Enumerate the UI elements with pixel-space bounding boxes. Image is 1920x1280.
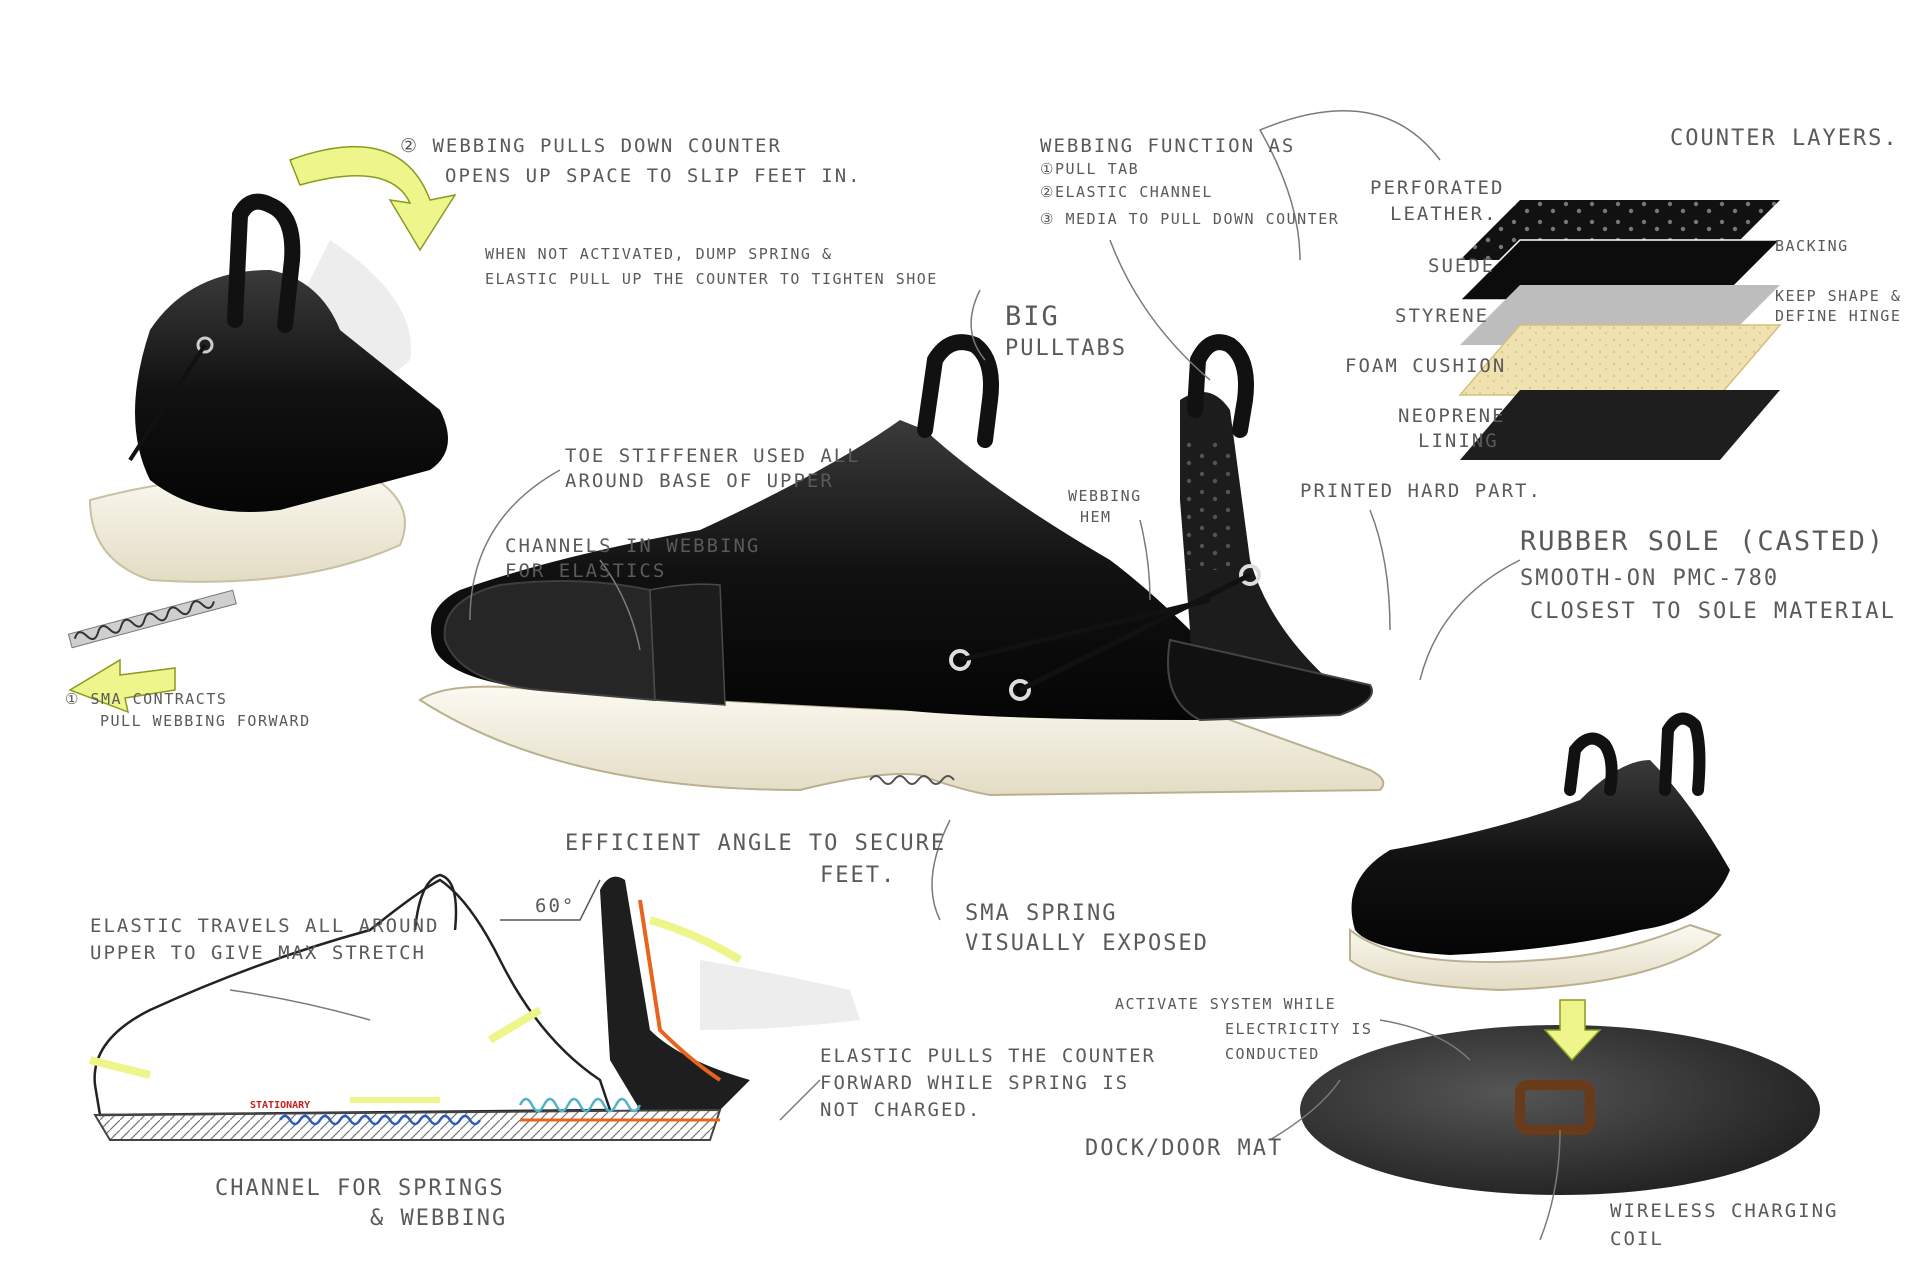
main-channel-band (649, 583, 726, 706)
layer-label-keep-shape-2: define hinge (1775, 307, 1902, 325)
layer-label-styrene: styrene (1395, 305, 1490, 327)
cutaway-spring-blue (278, 1114, 482, 1126)
note-channels-2: for elastics (505, 560, 667, 582)
note-elastic-travels-1: elastic travels all around (90, 915, 440, 937)
cutaway-elastic-line (638, 899, 722, 1082)
main-webbing-cord-1 (959, 597, 1211, 663)
note-big-pulltabs-2: PULLTABS (1005, 336, 1127, 361)
dock-mat (1300, 999, 1820, 1195)
cutaway-ghost-counter (700, 960, 860, 1030)
note-rubber-sole-1: rubber sole (casted) (1520, 526, 1886, 557)
cutaway-spring-teal (518, 1097, 642, 1113)
leader-lines (229, 110, 1561, 1241)
note-sma-spring-2: visually exposed (965, 931, 1209, 956)
note-elastic-travels-2: upper to give max stretch (90, 942, 426, 964)
note-not-activated-1: when not activated, dump spring & (485, 245, 833, 263)
note-elastic-pulls-3: not charged. (820, 1099, 982, 1121)
mat-body (1300, 1025, 1820, 1195)
cutaway-arrow-4 (648, 916, 743, 964)
main-webbing-cord-2 (1018, 572, 1252, 693)
note-channels-1: channels in webbing (505, 535, 761, 557)
layers-title: counter layers. (1670, 126, 1899, 151)
note-activate-1: activate system while (1115, 995, 1337, 1013)
charging-coil (1515, 1080, 1595, 1135)
main-toe-cap (443, 580, 657, 702)
cutaway-counter (600, 876, 750, 1110)
cutaway-loop (413, 873, 458, 931)
note-elastic-pulls-2: forward while spring is (820, 1072, 1130, 1094)
note-activate-3: conducted (1225, 1045, 1320, 1063)
tq-front-tab (1564, 732, 1618, 796)
layer-label-foam: foam cushion (1345, 355, 1507, 377)
note-dock-mat: dock/door mat (1085, 1136, 1284, 1161)
note-efficient-angle-2: feet. (820, 863, 897, 888)
note-webbing-function-3: ③ media to pull down counter (1040, 210, 1340, 228)
cutaway-arrow-3 (487, 1006, 543, 1044)
main-rear-pull-tab (1187, 334, 1254, 438)
heel-detail-sketch (67, 145, 457, 714)
note-toe-stiffener-1: toe stiffener used all (565, 445, 861, 467)
layer-label-perforated-2: leather. (1390, 203, 1498, 225)
heel-eyelet (196, 336, 214, 354)
note-not-activated-2: elastic pull up the counter to tighten s… (485, 270, 938, 288)
forward-arrow (68, 658, 176, 714)
sma-spring-coil-top (67, 589, 237, 649)
tq-rear-tab (1659, 712, 1706, 796)
angle-indicator (500, 879, 601, 921)
note-angle-value: 60° (535, 895, 576, 917)
main-printed-hard-part (1167, 638, 1373, 722)
three-quarter-shoe (1349, 712, 1730, 992)
main-shoe-side-view (418, 334, 1385, 797)
main-rear-counter-perforation (1185, 440, 1235, 570)
note-elastic-pulls-1: elastic pulls the counter (820, 1045, 1156, 1067)
tq-upper (1351, 760, 1730, 955)
tq-sole (1349, 923, 1723, 992)
down-arrow (1543, 999, 1602, 1062)
main-front-pull-tab (917, 334, 999, 448)
note-printed-hard-part: printed hard part. (1300, 480, 1542, 502)
note-webbing-hem-2: hem (1080, 508, 1112, 526)
heel-curved-arrow (289, 145, 457, 252)
cutaway-arrow-1 (89, 1056, 151, 1079)
note-wireless-1: wireless charging (1610, 1200, 1839, 1222)
heel-counter-body (135, 270, 448, 512)
note-channel-springs-1: channel for springs (215, 1176, 505, 1201)
note-sma-contracts-1: ① SMA contracts (65, 690, 228, 708)
note-activate-2: electricity is (1225, 1020, 1373, 1038)
note-rubber-sole-2: smooth-on PMC-780 (1520, 566, 1780, 591)
note-webbing-function-title: webbing function as (1040, 135, 1296, 157)
layer-label-neoprene-1: neoprene (1398, 405, 1506, 427)
note-webbing-pulls-2: opens up space to slip feet in. (445, 165, 862, 187)
layer-neoprene-lining (1460, 390, 1780, 460)
note-webbing-pulls-1: ② webbing pulls down counter (400, 135, 782, 157)
heel-pull-tab (227, 193, 301, 333)
main-eyelet-3 (1239, 564, 1261, 586)
note-webbing-hem-1: webbing (1068, 487, 1142, 505)
sma-spring-exposed (869, 775, 955, 785)
note-webbing-function-2: ②elastic channel (1040, 183, 1213, 201)
note-webbing-function-1: ①pull tab (1040, 160, 1140, 178)
cutaway-diagram (89, 873, 860, 1141)
layer-label-suede: suede (1428, 255, 1496, 277)
note-sma-contracts-2: pull webbing forward (100, 712, 311, 730)
layer-label-keep-shape-1: keep shape & (1775, 287, 1902, 305)
note-wireless-2: coil (1610, 1228, 1664, 1250)
note-toe-stiffener-2: around base of upper (565, 470, 834, 492)
note-efficient-angle-1: efficient angle to secure (565, 831, 947, 856)
layer-label-neoprene-2: lining (1418, 430, 1499, 452)
note-channel-springs-2: & webbing (370, 1206, 508, 1231)
note-stationary: STATIONARY (250, 1100, 311, 1111)
main-eyelet-2 (1009, 679, 1031, 701)
note-rubber-sole-3: closest to sole material (1530, 599, 1896, 624)
note-sma-spring-1: SMA spring (965, 901, 1118, 926)
counter-layers-stack (1458, 200, 1782, 460)
layer-label-backing: backing (1775, 237, 1849, 255)
note-big-pulltabs-1: BIG (1005, 301, 1060, 332)
cutaway-sole-hatched (93, 1108, 722, 1141)
heel-webbing-cord (128, 343, 207, 462)
layer-label-perforated-1: perforated (1370, 177, 1505, 199)
